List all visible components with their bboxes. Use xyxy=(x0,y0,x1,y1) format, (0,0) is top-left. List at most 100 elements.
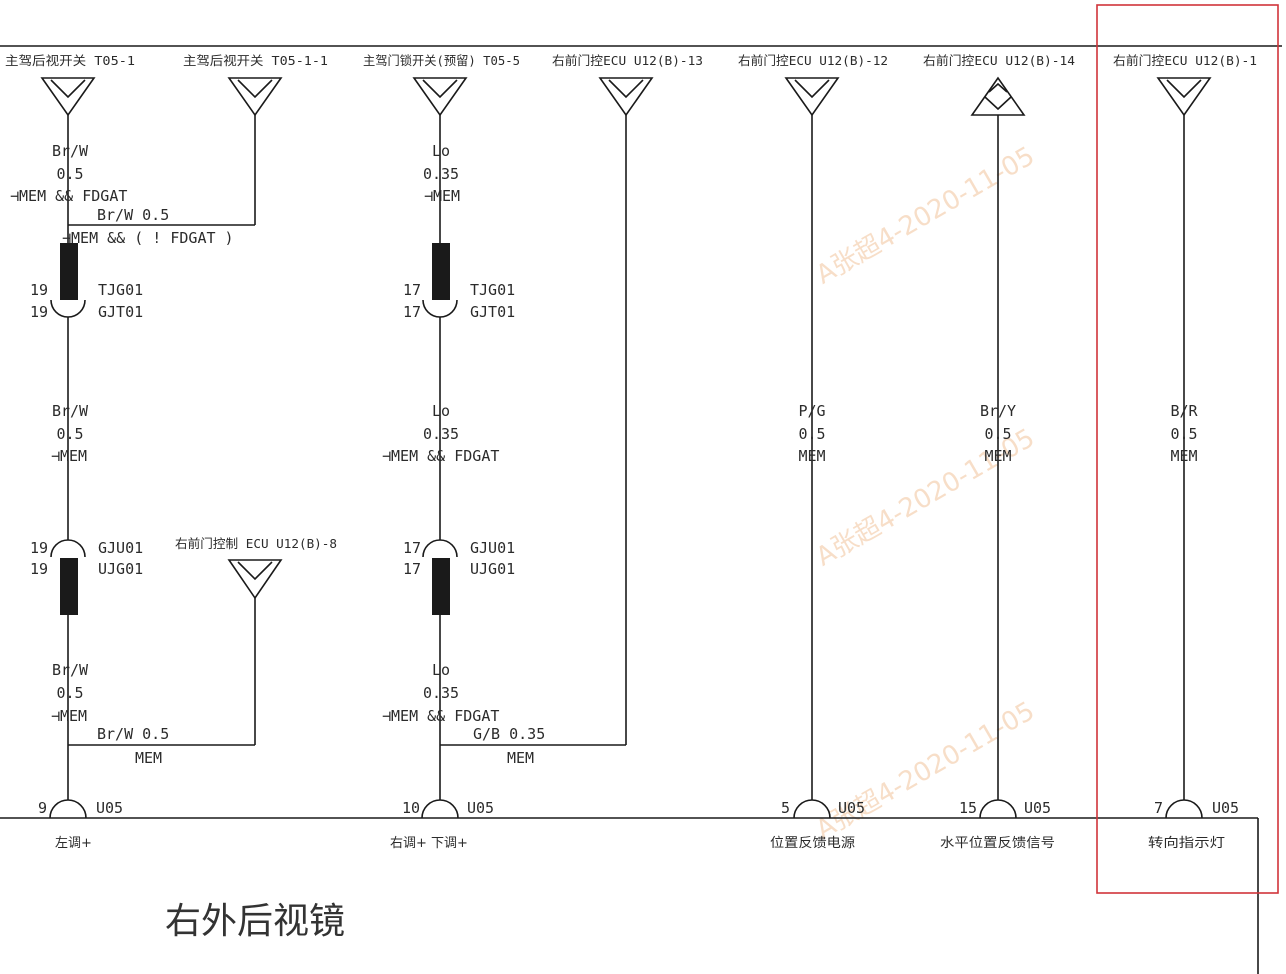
top-connector-label-5: 右前门控ECU U12(B)-12 xyxy=(738,53,888,68)
device-connector-id: U05 xyxy=(1024,799,1051,817)
mid-connector-label: 右前门控制 ECU U12(B)-8 xyxy=(175,536,337,551)
wire-option: ⊣MEM xyxy=(51,707,87,725)
top-connector-label-2: 主驾后视开关 T05-1-1 xyxy=(183,53,328,68)
wire-color: B/R xyxy=(1170,402,1198,420)
terminal-symbol-1 xyxy=(40,77,96,117)
branch-wire-spec: Br/W 0.5 xyxy=(97,206,169,224)
circuit-column-6: Br/Y 0.5 MEM 15 U05 水平位置反馈信号 xyxy=(940,115,1055,851)
terminal-symbol-5 xyxy=(784,77,840,117)
wire-color: P/G xyxy=(798,402,825,420)
pin-number: 17 xyxy=(403,303,421,321)
device-title: 右外后视镜 xyxy=(165,901,345,942)
wire-color: Lo xyxy=(432,142,450,160)
circuit-column-7: B/R 0.5 MEM 7 U05 转向指示灯 xyxy=(1148,115,1239,851)
wire-option: MEM xyxy=(1170,447,1197,465)
wire-size: 0.5 xyxy=(1170,425,1197,443)
device-connector-id: U05 xyxy=(838,799,865,817)
watermark-3: A张超4-2020-11-05 xyxy=(811,696,1040,845)
top-connector-label-7: 右前门控ECU U12(B)-1 xyxy=(1113,53,1257,68)
watermark-1: A张超4-2020-11-05 xyxy=(811,141,1040,290)
wire-option: MEM xyxy=(798,447,825,465)
wire-option: ⊣MEM && FDGAT xyxy=(382,447,499,465)
inline-connector-19-upper: 19 19 TJG01 GJT01 xyxy=(30,243,143,321)
device-connector-id: U05 xyxy=(1212,799,1239,817)
terminal-symbol-7 xyxy=(1156,77,1212,117)
pin-number: 17 xyxy=(403,281,421,299)
inline-connector-17-lower: 17 17 GJU01 UJG01 xyxy=(403,539,515,615)
device-pin-9: 9 U05 左调+ xyxy=(38,799,123,851)
connector-name: GJT01 xyxy=(470,303,515,321)
pin-number: 19 xyxy=(30,539,48,557)
wire-option: ⊣MEM xyxy=(424,187,460,205)
pin-function: 位置反馈电源 xyxy=(770,836,855,851)
pin-function: 转向指示灯 xyxy=(1148,835,1225,851)
wire-option: ⊣MEM && FDGAT xyxy=(382,707,499,725)
pin-number: 5 xyxy=(781,799,790,817)
pin-function: 右调+ 下调+ xyxy=(390,836,468,851)
circuit-column-5: P/G 0.5 MEM 5 U05 位置反馈电源 xyxy=(770,115,865,851)
pin-number: 19 xyxy=(30,560,48,578)
top-connector-label-4: 右前门控ECU U12(B)-13 xyxy=(552,53,703,68)
device-pin-15: 15 U05 水平位置反馈信号 xyxy=(940,799,1055,851)
wire-color: Br/W xyxy=(52,142,89,160)
pin-number: 17 xyxy=(403,539,421,557)
wire-option: ⊣MEM && FDGAT xyxy=(10,187,127,205)
connector-name: UJG01 xyxy=(98,560,143,578)
branch-wire-spec: Br/W 0.5 xyxy=(97,725,169,743)
top-connector-label-3: 主驾门锁开关(预留) T05-5 xyxy=(363,53,520,68)
branch-wire-option: MEM xyxy=(507,749,534,767)
wire-option: MEM xyxy=(984,447,1011,465)
watermark-2: A张超4-2020-11-05 xyxy=(811,423,1040,572)
pin-function: 左调+ xyxy=(55,836,92,851)
wire-size: 0.5 xyxy=(984,425,1011,443)
inline-connector-17-upper: 17 17 TJG01 GJT01 xyxy=(403,243,515,321)
connector-name: GJU01 xyxy=(98,539,143,557)
top-connector-labels: 主驾后视开关 T05-1 主驾后视开关 T05-1-1 主驾门锁开关(预留) T… xyxy=(5,53,1257,68)
top-connector-label-6: 右前门控ECU U12(B)-14 xyxy=(923,53,1075,68)
branch-wire-option: MEM xyxy=(135,749,162,767)
circuit-column-3: Lo 0.35 ⊣MEM 17 17 TJG01 GJT01 Lo 0.35 ⊣… xyxy=(382,115,626,851)
highlight-box xyxy=(1096,4,1279,894)
device-connector-id: U05 xyxy=(467,799,494,817)
circuit-column-1: Br/W 0.5 ⊣MEM && FDGAT Br/W 0.5 ⊣MEM && … xyxy=(10,115,255,851)
pin-number: 17 xyxy=(403,560,421,578)
connector-name: TJG01 xyxy=(98,281,143,299)
wire-size: 0.5 xyxy=(56,684,83,702)
wire-size: 0.35 xyxy=(423,425,459,443)
wire-color: Lo xyxy=(432,402,450,420)
wire-color: Lo xyxy=(432,661,450,679)
terminal-symbol-6-output xyxy=(970,76,1026,116)
connector-name: TJG01 xyxy=(470,281,515,299)
wire-size: 0.5 xyxy=(56,165,83,183)
wire-size: 0.35 xyxy=(423,165,459,183)
pin-number: 15 xyxy=(959,799,977,817)
watermarks: A张超4-2020-11-05 A张超4-2020-11-05 A张超4-202… xyxy=(811,141,1040,845)
terminal-symbol-2 xyxy=(227,77,283,117)
branch-wire-spec: G/B 0.35 xyxy=(473,725,545,743)
device-pin-7: 7 U05 转向指示灯 xyxy=(1148,799,1239,851)
connector-name: UJG01 xyxy=(470,560,515,578)
terminal-symbol-mid xyxy=(227,559,283,600)
inline-connector-19-lower: 19 19 GJU01 UJG01 xyxy=(30,539,143,615)
wire-color: Br/Y xyxy=(980,402,1016,420)
pin-number: 19 xyxy=(30,281,48,299)
wire-option: ⊣MEM xyxy=(51,447,87,465)
pin-number: 7 xyxy=(1154,799,1163,817)
device-pin-5: 5 U05 位置反馈电源 xyxy=(770,799,865,851)
branch-wire-option: ⊣MEM && ( ! FDGAT ) xyxy=(62,229,234,247)
wire-size: 0.5 xyxy=(798,425,825,443)
connector-name: GJT01 xyxy=(98,303,143,321)
device-connector-id: U05 xyxy=(96,799,123,817)
wire-size: 0.35 xyxy=(423,684,459,702)
pin-number: 9 xyxy=(38,799,47,817)
wire-color: Br/W xyxy=(52,661,89,679)
circuit-column-2: 右前门控制 ECU U12(B)-8 xyxy=(175,115,337,745)
wire-size: 0.5 xyxy=(56,425,83,443)
wire-color: Br/W xyxy=(52,402,89,420)
connector-name: GJU01 xyxy=(470,539,515,557)
pin-number: 10 xyxy=(402,799,420,817)
pin-function: 水平位置反馈信号 xyxy=(940,836,1055,851)
top-connector-label-1: 主驾后视开关 T05-1 xyxy=(5,53,135,68)
terminal-symbol-4 xyxy=(598,77,654,117)
